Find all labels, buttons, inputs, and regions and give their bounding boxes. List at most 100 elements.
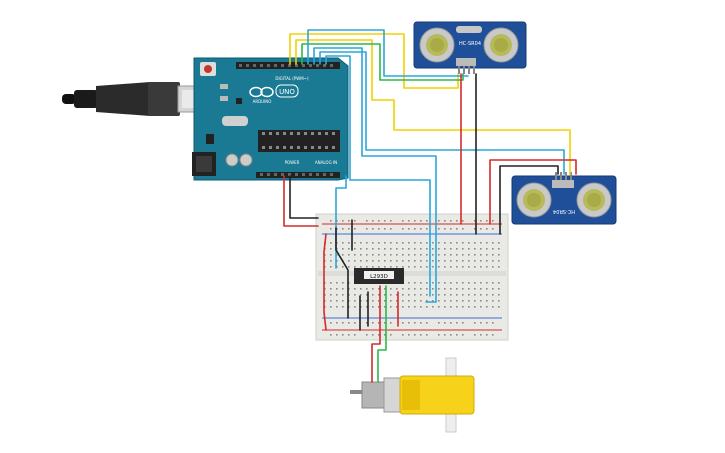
breadboard-hole	[438, 322, 440, 324]
breadboard-hole	[456, 248, 458, 250]
breadboard-hole	[390, 300, 392, 302]
breadboard-hole	[372, 294, 374, 296]
breadboard-hole	[450, 242, 452, 244]
breadboard-hole	[396, 260, 398, 262]
breadboard-hole	[462, 334, 464, 336]
breadboard-hole	[432, 294, 434, 296]
breadboard-hole	[426, 306, 428, 308]
breadboard-hole	[420, 228, 422, 230]
breadboard-hole	[414, 306, 416, 308]
breadboard-hole	[384, 322, 386, 324]
breadboard-hole	[408, 282, 410, 284]
breadboard-hole	[414, 266, 416, 268]
breadboard-hole	[342, 300, 344, 302]
breadboard-hole	[330, 220, 332, 222]
breadboard-hole	[462, 300, 464, 302]
breadboard-hole	[462, 248, 464, 250]
breadboard-hole	[456, 288, 458, 290]
breadboard-hole	[330, 300, 332, 302]
breadboard-hole	[366, 306, 368, 308]
breadboard-hole	[438, 334, 440, 336]
breadboard-hole	[402, 334, 404, 336]
breadboard-hole	[420, 242, 422, 244]
breadboard-hole	[432, 242, 434, 244]
breadboard-hole	[336, 294, 338, 296]
breadboard-hole	[492, 322, 494, 324]
breadboard-hole	[348, 228, 350, 230]
breadboard-hole	[336, 322, 338, 324]
breadboard-hole	[402, 242, 404, 244]
breadboard-hole	[468, 242, 470, 244]
breadboard-hole	[360, 266, 362, 268]
breadboard-hole	[462, 288, 464, 290]
breadboard-hole	[366, 294, 368, 296]
breadboard-hole	[498, 282, 500, 284]
breadboard-hole	[420, 322, 422, 324]
breadboard-hole	[492, 306, 494, 308]
breadboard-hole	[414, 334, 416, 336]
breadboard-hole	[408, 300, 410, 302]
breadboard-hole	[468, 254, 470, 256]
breadboard-hole	[420, 220, 422, 222]
breadboard-hole	[384, 248, 386, 250]
breadboard-hole	[402, 300, 404, 302]
breadboard-hole	[354, 228, 356, 230]
breadboard-hole	[450, 228, 452, 230]
wire-blue-breadboard-a	[313, 47, 437, 303]
breadboard-hole	[336, 288, 338, 290]
sensor-right-label: HC-SR04	[553, 208, 575, 214]
l293d-chip: L293D	[354, 268, 404, 284]
breadboard-hole	[348, 242, 350, 244]
breadboard-hole	[360, 254, 362, 256]
breadboard-hole	[438, 220, 440, 222]
breadboard-hole	[354, 288, 356, 290]
wire-green-motor	[377, 285, 387, 383]
wire-red-rail-jumper	[323, 233, 327, 331]
breadboard-hole	[342, 248, 344, 250]
breadboard-hole	[354, 334, 356, 336]
breadboard-hole	[342, 228, 344, 230]
breadboard-hole	[456, 294, 458, 296]
breadboard-hole	[498, 254, 500, 256]
breadboard-hole	[384, 300, 386, 302]
breadboard-hole	[480, 282, 482, 284]
breadboard-hole	[384, 228, 386, 230]
breadboard-hole	[480, 334, 482, 336]
breadboard-hole	[390, 334, 392, 336]
wire-blue-sensor-top	[307, 29, 469, 77]
breadboard-hole	[354, 242, 356, 244]
breadboard-hole	[330, 242, 332, 244]
breadboard-hole	[444, 322, 446, 324]
breadboard-hole	[450, 322, 452, 324]
wire-blue-breadboard-b	[325, 55, 431, 297]
breadboard-hole	[474, 300, 476, 302]
breadboard-hole	[438, 228, 440, 230]
breadboard-hole	[438, 300, 440, 302]
breadboard-hole	[420, 300, 422, 302]
breadboard-hole	[390, 242, 392, 244]
breadboard-hole	[444, 300, 446, 302]
breadboard-hole	[360, 242, 362, 244]
breadboard-hole	[420, 306, 422, 308]
breadboard-hole	[402, 260, 404, 262]
breadboard-hole	[426, 228, 428, 230]
breadboard-hole	[486, 334, 488, 336]
breadboard-hole	[414, 228, 416, 230]
breadboard-hole	[450, 294, 452, 296]
breadboard-hole	[438, 242, 440, 244]
breadboard-hole	[492, 260, 494, 262]
breadboard-hole	[462, 294, 464, 296]
breadboard-hole	[384, 306, 386, 308]
breadboard-hole	[456, 266, 458, 268]
breadboard-hole	[468, 306, 470, 308]
breadboard-hole	[492, 228, 494, 230]
breadboard-hole	[342, 242, 344, 244]
breadboard-hole	[456, 322, 458, 324]
breadboard-hole	[378, 266, 380, 268]
breadboard-hole	[384, 254, 386, 256]
arduino-brand-label: ARDUINO	[253, 99, 272, 104]
breadboard-hole	[372, 322, 374, 324]
breadboard-hole	[390, 306, 392, 308]
breadboard-hole	[354, 306, 356, 308]
